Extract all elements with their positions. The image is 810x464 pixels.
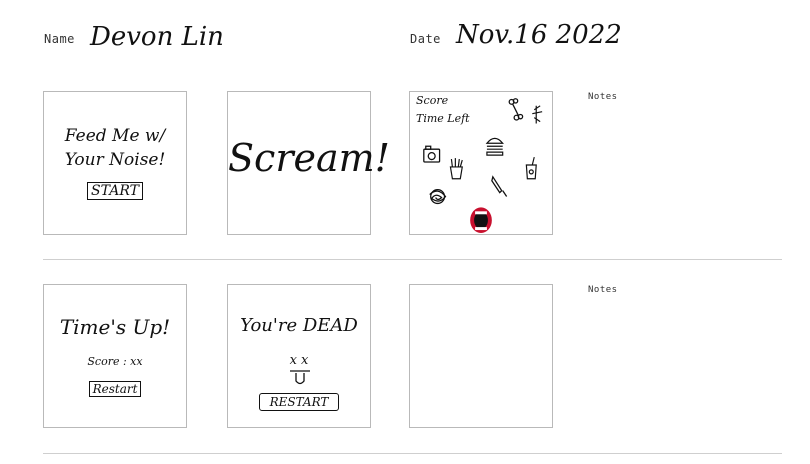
name-value: Devon Lin	[90, 22, 224, 52]
start-button-label: START	[87, 182, 143, 200]
fork-icon	[532, 105, 543, 124]
storyboard-frame-empty	[409, 284, 553, 428]
scribble-ball-icon	[429, 188, 447, 205]
date-value: Nov.16 2022	[456, 20, 622, 50]
divider-row2	[43, 453, 782, 454]
time-left-text: Time Left	[416, 112, 470, 125]
frame-text-line2: Your Noise!	[64, 150, 166, 170]
storyboard-frame-scream: Scream!	[227, 91, 390, 235]
restart-button-label: Restart	[88, 381, 142, 397]
storyboard-frame-gameplay: Score Time Left	[409, 91, 553, 235]
open-mouth-icon	[470, 207, 492, 234]
restart-button-sketch-2: RESTART	[228, 393, 370, 411]
burger-icon	[485, 137, 504, 156]
frame-text-line1: Feed Me w/	[64, 126, 166, 146]
start-button-sketch: START	[44, 182, 186, 200]
dead-title: You're DEAD	[240, 315, 358, 336]
storyboard-frame-times-up: Time's Up! Score : xx Restart	[43, 284, 187, 428]
dead-face-eyes: x x	[289, 353, 309, 368]
restart-button-label-2: RESTART	[258, 393, 340, 411]
drink-cup-icon	[525, 156, 537, 180]
dead-face-icon	[290, 370, 310, 385]
storyboard-frame-dead: You're DEAD x x RESTART	[227, 284, 371, 428]
scream-title: Scream!	[228, 136, 390, 180]
date-label: Date	[410, 32, 441, 46]
restart-button-sketch: Restart	[44, 381, 186, 397]
camera-icon	[423, 145, 441, 163]
fries-icon	[449, 158, 463, 180]
knife-icon	[491, 175, 508, 197]
bone-icon	[508, 98, 524, 121]
gameplay-sketch	[423, 98, 543, 234]
notes-label-row1: Notes	[588, 92, 618, 102]
score-line: Score : xx	[87, 355, 143, 368]
name-label: Name	[44, 32, 75, 46]
score-text: Score	[416, 94, 449, 107]
storyboard-frame-start: Feed Me w/ Your Noise! START	[43, 91, 187, 235]
times-up-title: Time's Up!	[59, 315, 171, 339]
notes-label-row2: Notes	[588, 285, 618, 295]
divider-row1	[43, 259, 782, 260]
